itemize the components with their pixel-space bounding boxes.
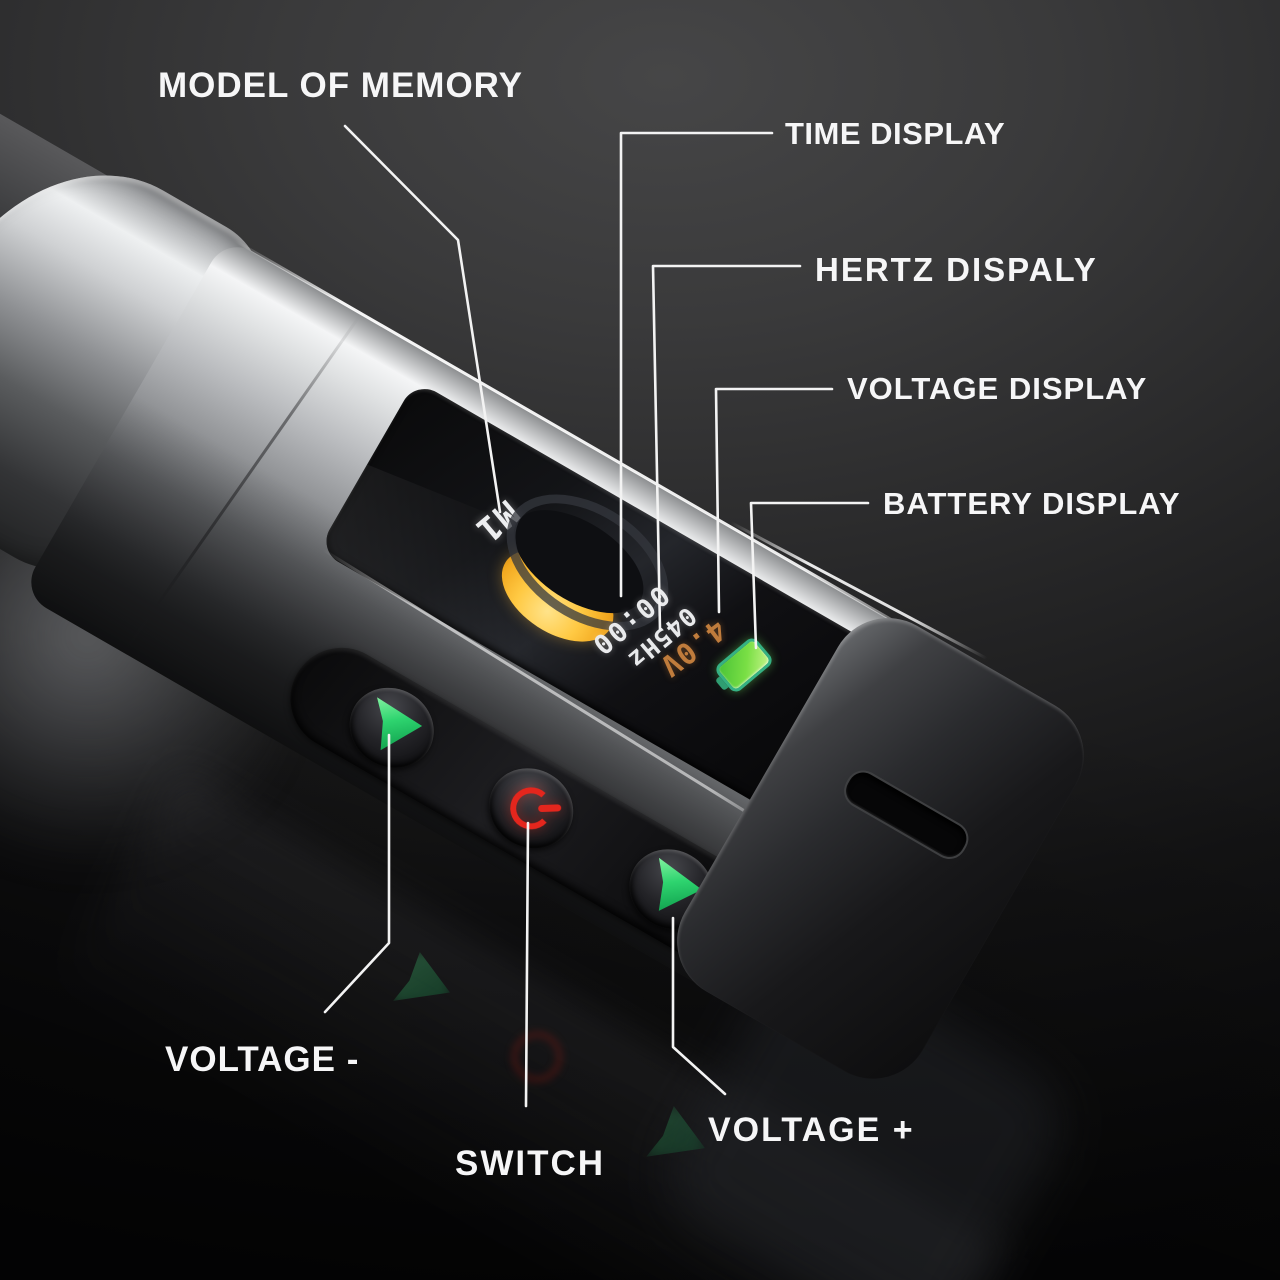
label-voltage-display: VOLTAGE DISPLAY: [847, 371, 1148, 406]
label-voltage-plus: VOLTAGE +: [708, 1111, 915, 1149]
label-hertz-display: HERTZ DISPALY: [815, 251, 1098, 288]
green-arrow-icon: [357, 694, 427, 762]
label-battery-display: BATTERY DISPLAY: [883, 486, 1181, 521]
label-switch: SWITCH: [455, 1144, 606, 1183]
label-voltage-minus: VOLTAGE -: [165, 1040, 360, 1079]
power-icon: [505, 782, 562, 834]
reflected-power-icon: [512, 1032, 562, 1082]
label-model-of-memory: MODEL OF MEMORY: [158, 66, 523, 105]
label-time-display: TIME DISPLAY: [785, 116, 1006, 151]
usb-c-port: [837, 764, 975, 866]
